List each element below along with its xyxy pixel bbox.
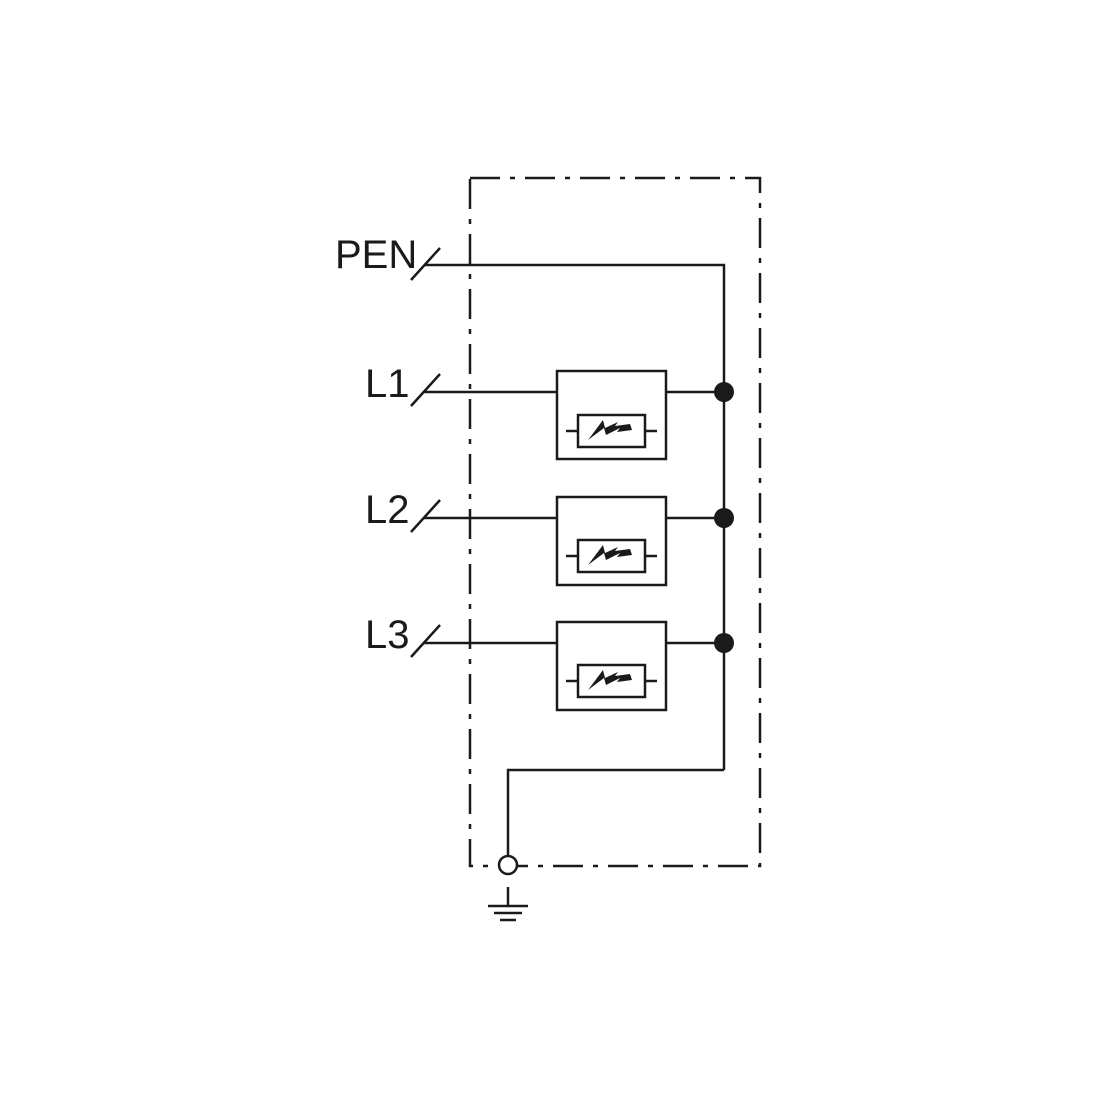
pen-wire	[424, 263, 726, 770]
l2-junction-dot	[714, 508, 734, 528]
l2-surge-module	[555, 495, 668, 587]
l1-terminal-mark	[410, 373, 441, 407]
pen-label: PEN	[335, 233, 417, 277]
l1-surge-module	[555, 369, 668, 461]
l3-terminal-mark	[410, 624, 441, 658]
earth-terminal	[497, 854, 519, 876]
lightning-arrow-icon	[588, 545, 632, 565]
l2-label: L2	[365, 488, 410, 532]
lightning-arrow-icon	[588, 420, 632, 440]
l2-terminal-mark	[410, 499, 441, 533]
earth-return-wire	[506, 768, 724, 856]
l3-junction-dot	[714, 633, 734, 653]
l3-label: L3	[365, 613, 410, 657]
l1-label: L1	[365, 362, 410, 406]
lightning-arrow-icon	[588, 670, 632, 690]
enclosure-frame	[468, 176, 762, 868]
ground-icon	[488, 887, 528, 922]
l1-junction-dot	[714, 382, 734, 402]
l3-surge-module	[555, 620, 668, 712]
